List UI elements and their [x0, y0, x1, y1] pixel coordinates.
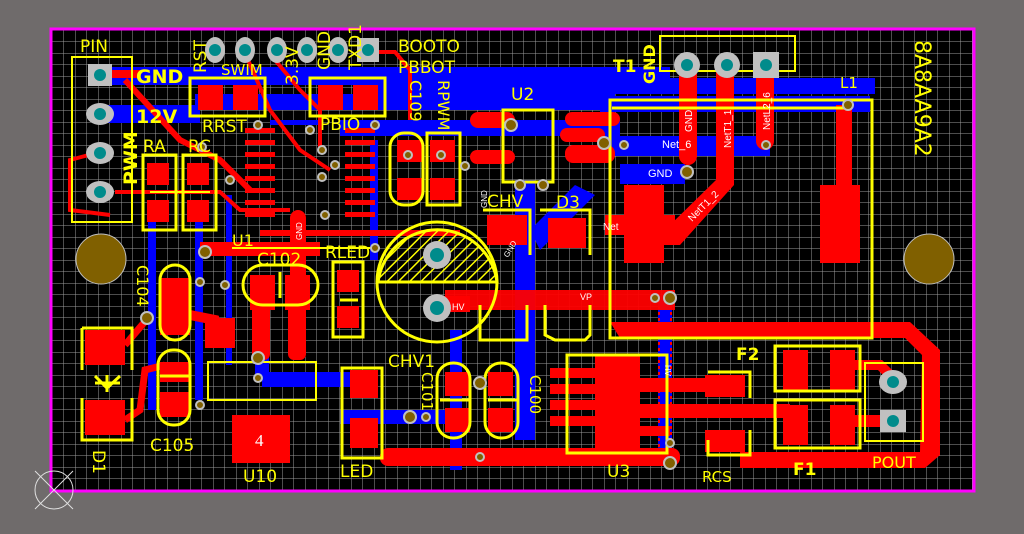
net-label-hv-b: HV — [663, 365, 672, 377]
net-label-nett1-1: NetT1_1 — [723, 109, 734, 148]
label-boot0: BOOTO — [398, 37, 460, 57]
label-pin-pwm: PWM — [120, 131, 142, 185]
label-l1: L1 — [840, 74, 858, 92]
label-pbbot: PBBOT — [398, 58, 456, 78]
label-c109: C109 — [406, 80, 425, 122]
net-label-gnd-chv: GND — [480, 190, 489, 208]
label-gnd-header: GND — [315, 31, 335, 70]
u10-pin-number: 4 — [255, 431, 264, 450]
label-c102: C102 — [257, 250, 301, 270]
label-c104: C104 — [133, 265, 152, 307]
label-rrst: RRST — [202, 117, 247, 137]
label-c100: C100 — [526, 375, 544, 414]
net-label-netl2-6: NetL2_6 — [762, 92, 773, 130]
net-label-gnd-b: GND — [648, 168, 673, 180]
label-c105: C105 — [150, 436, 194, 456]
label-led: LED — [340, 462, 373, 482]
label-u10: U10 — [243, 467, 277, 487]
label-chv: CHV — [487, 192, 524, 212]
mount-hole-right — [903, 233, 955, 285]
label-rpwm: RPWM — [434, 80, 453, 130]
label-ra: RA — [143, 137, 166, 157]
label-u2: U2 — [511, 85, 534, 105]
net-label-vp: VP — [580, 292, 592, 302]
label-chv1: CHV1 — [388, 352, 435, 372]
label-t1-gnd: GND — [640, 44, 659, 84]
label-pout: POUT — [872, 453, 916, 472]
origin-marker-icon — [34, 470, 74, 510]
label-pin-12v: 12V — [136, 106, 177, 128]
label-d3: D3 — [556, 193, 580, 213]
label-u1: U1 — [232, 231, 254, 250]
label-pin-gnd: GND — [136, 66, 183, 88]
label-rcs: RCS — [702, 468, 732, 486]
net-label-gnd-u1: GND — [295, 222, 304, 240]
through-hole-pads[interactable] — [86, 37, 907, 432]
component-designators: PIN GND 12V PWM RA RC RST SWIM 3.3V GND … — [80, 24, 934, 487]
net-label-net-6: Net_6 — [662, 139, 691, 151]
label-d1: D1 — [88, 450, 108, 474]
label-swim: SWIM — [221, 61, 263, 79]
label-pbio: PBIO — [320, 115, 360, 135]
label-rst: RST — [191, 39, 211, 73]
label-rled: RLED — [325, 243, 370, 263]
silkscreen-layer — [71, 35, 924, 460]
label-f2: F2 — [736, 345, 759, 365]
label-txd1: TXD1 — [346, 24, 366, 71]
label-rc: RC — [188, 137, 211, 157]
label-3v3: 3.3V — [283, 46, 303, 85]
label-pin: PIN — [80, 37, 108, 57]
net-label-hv-a: HV — [452, 302, 465, 312]
net-label-net: Net — [603, 222, 619, 233]
label-f1: F1 — [793, 460, 816, 480]
vias[interactable] — [140, 99, 854, 470]
label-u3: U3 — [607, 462, 630, 482]
label-c101: C101 — [418, 372, 436, 411]
label-t1: T1 — [613, 57, 636, 77]
mount-hole-left — [75, 233, 127, 285]
net-label-gnd-t1: GND — [684, 110, 695, 132]
board-code-label: 8A8AA9A2 — [909, 40, 934, 157]
